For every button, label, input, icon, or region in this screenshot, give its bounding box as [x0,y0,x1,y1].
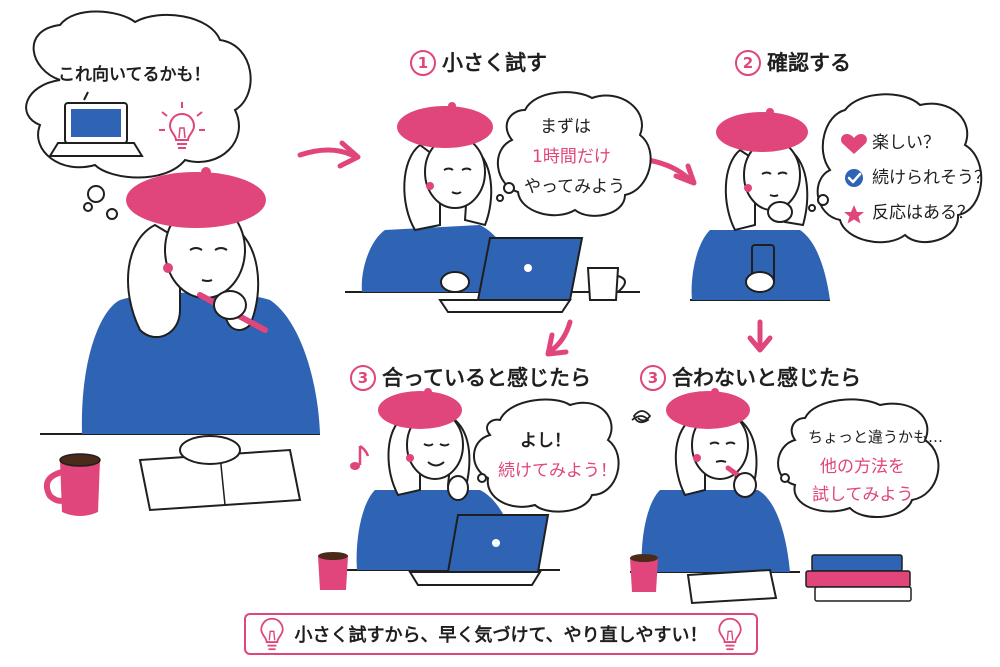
step2-check-fun: 楽しい？ [872,133,940,153]
footer-banner: 小さく試すから、早く気づけて、やり直しやすい！ [244,613,758,655]
star-icon [844,205,864,224]
arrow-main-to-step1 [297,140,361,169]
music-note-icon [350,444,370,470]
step3b-title-text: 合わないと感じたら [672,366,861,390]
step3b-speech-bubble [777,398,940,518]
laptop-thought-icon [48,91,144,157]
step2-check-sustain: 続けられそう？ [872,168,991,188]
step2-woman-figure [690,108,830,301]
step3b-bubble-line1: ちょっと違うかも… [808,428,944,446]
arrow-step2-to-step3b [747,319,773,353]
step2-number: 2 [735,50,761,76]
step3a-number: 3 [350,365,376,391]
lightbulb-icon [718,617,743,651]
step1-bubble-line2: 1時間だけ [532,147,611,167]
heart-icon [841,133,867,154]
step3b-woman-figure [630,388,912,605]
footer-message: 小さく試すから、早く気づけて、やり直しやすい！ [294,625,708,646]
step1-number: 1 [410,50,436,76]
arrow-step1-to-step3a [545,319,573,357]
step1-bubble-line3: やってみよう [524,177,626,197]
step2-check-response: 反応はある？ [872,203,974,223]
main-woman-figure [40,167,320,516]
step3a-bubble-line1: よし！ [520,431,571,451]
step1-bubble-line1: まずは [540,117,591,137]
step1-woman-figure [345,102,640,313]
step3a-title-text: 合っていると感じたら [382,366,591,390]
step1-title-text: 小さく試す [442,51,547,75]
lightbulb-icon [259,617,284,651]
step2-thought-bubble [808,93,983,244]
step3b-bubble-line2: 他の方法を [820,457,905,477]
check-circle-icon [845,169,863,187]
step3a-speech-bubble [473,398,620,513]
step3b-number: 3 [640,365,666,391]
step3b-bubble-line3: 試してみよう [812,485,914,505]
step3a-woman-figure [318,388,560,590]
thought-main-text: これ向いてるかも！ [58,65,211,85]
step3a-bubble-line2: 続けてみよう！ [498,461,617,481]
lightbulb-thought-icon [159,102,205,149]
arrow-step1-to-step2 [645,157,697,186]
step1-speech-bubble [496,91,652,217]
step2-title-text: 確認する [767,51,851,75]
